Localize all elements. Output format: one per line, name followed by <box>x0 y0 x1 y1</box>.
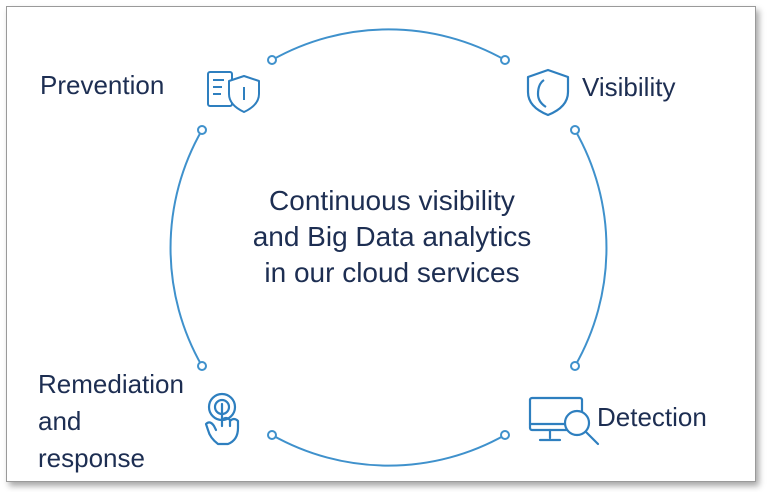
monitor-magnifier-icon <box>528 396 600 446</box>
arc-node <box>267 55 277 65</box>
document-shield-icon <box>207 71 260 113</box>
arc-node <box>570 125 580 135</box>
center-caption-line: Continuous visibility <box>269 185 515 216</box>
arc-node <box>267 430 277 440</box>
center-caption: Continuous visibility and Big Data analy… <box>196 183 588 291</box>
arc-bottom <box>271 434 506 467</box>
arc-left <box>169 129 203 367</box>
remediation-line: response <box>38 443 145 473</box>
shield-icon <box>526 68 570 117</box>
arc-node <box>500 55 510 65</box>
arc-node <box>500 430 510 440</box>
arc-top <box>271 28 506 61</box>
stage-label-detection: Detection <box>597 402 707 432</box>
arc-node <box>197 361 207 371</box>
diagram-frame <box>6 6 756 482</box>
arc-right <box>574 129 608 367</box>
arc-node <box>570 361 580 371</box>
center-caption-line: and Big Data analytics <box>252 221 532 252</box>
remediation-line: and <box>38 406 82 436</box>
stage-label-prevention: Prevention <box>40 70 165 100</box>
stage-label-visibility: Visibility <box>582 72 676 102</box>
touch-hand-icon <box>204 392 240 446</box>
stage-label-remediation: Remediation and response <box>38 366 184 477</box>
center-caption-line: in our cloud services <box>264 257 520 288</box>
arc-node <box>197 125 207 135</box>
remediation-line: Remediation <box>38 369 184 399</box>
